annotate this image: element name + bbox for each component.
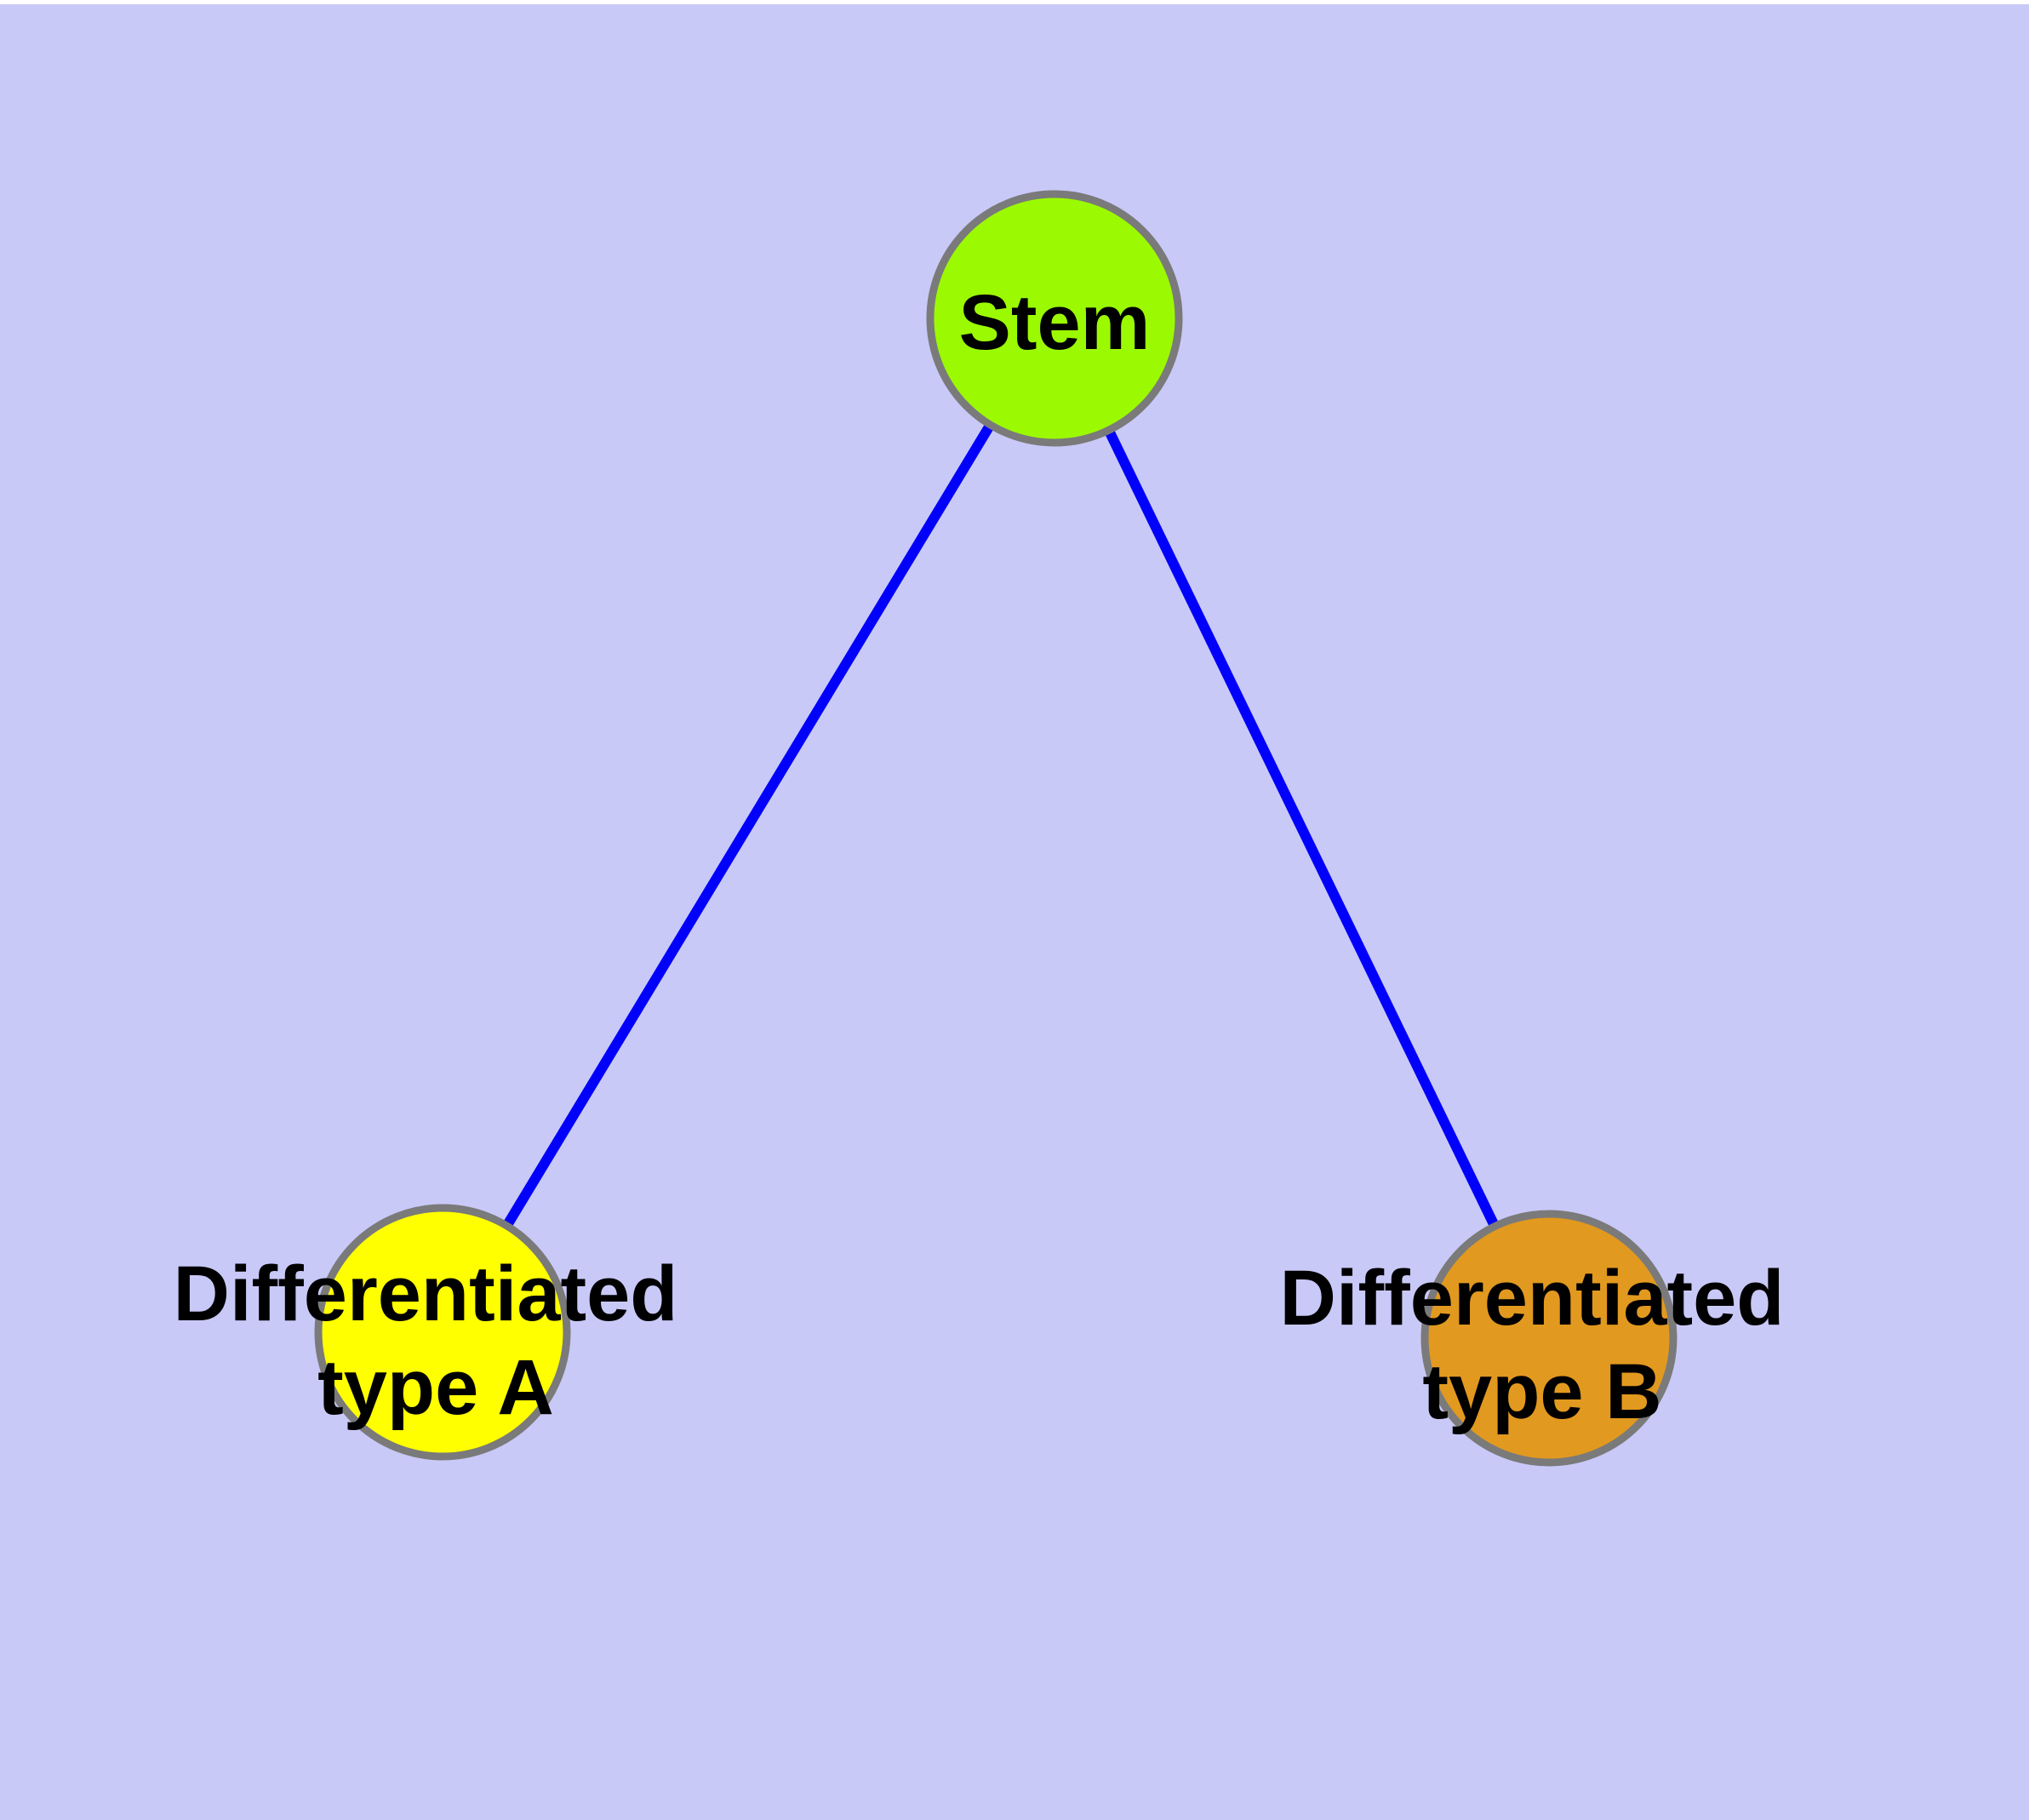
edge-stem-to-type-a: [437, 315, 1060, 1336]
node-differentiated-type-a: [314, 1204, 571, 1461]
edge-stem-to-type-b: [1049, 316, 1554, 1341]
node-type-a-label-line2: type A: [317, 1344, 554, 1431]
edge-layer: [437, 315, 1554, 1341]
node-stem-label: Stem: [959, 279, 1151, 366]
node-differentiated-type-b: [1420, 1210, 1677, 1467]
node-layer: [314, 190, 1677, 1467]
node-type-a-label-line1: Differentiated: [174, 1251, 678, 1337]
node-type-b-label-line2: type B: [1422, 1348, 1661, 1435]
node-type-b-label-line1: Differentiated: [1280, 1255, 1785, 1342]
node-stem: [926, 190, 1183, 447]
label-layer: Stem Differentiated type A Differentiate…: [174, 279, 1785, 1435]
top-margin-strip: [0, 0, 2029, 4]
